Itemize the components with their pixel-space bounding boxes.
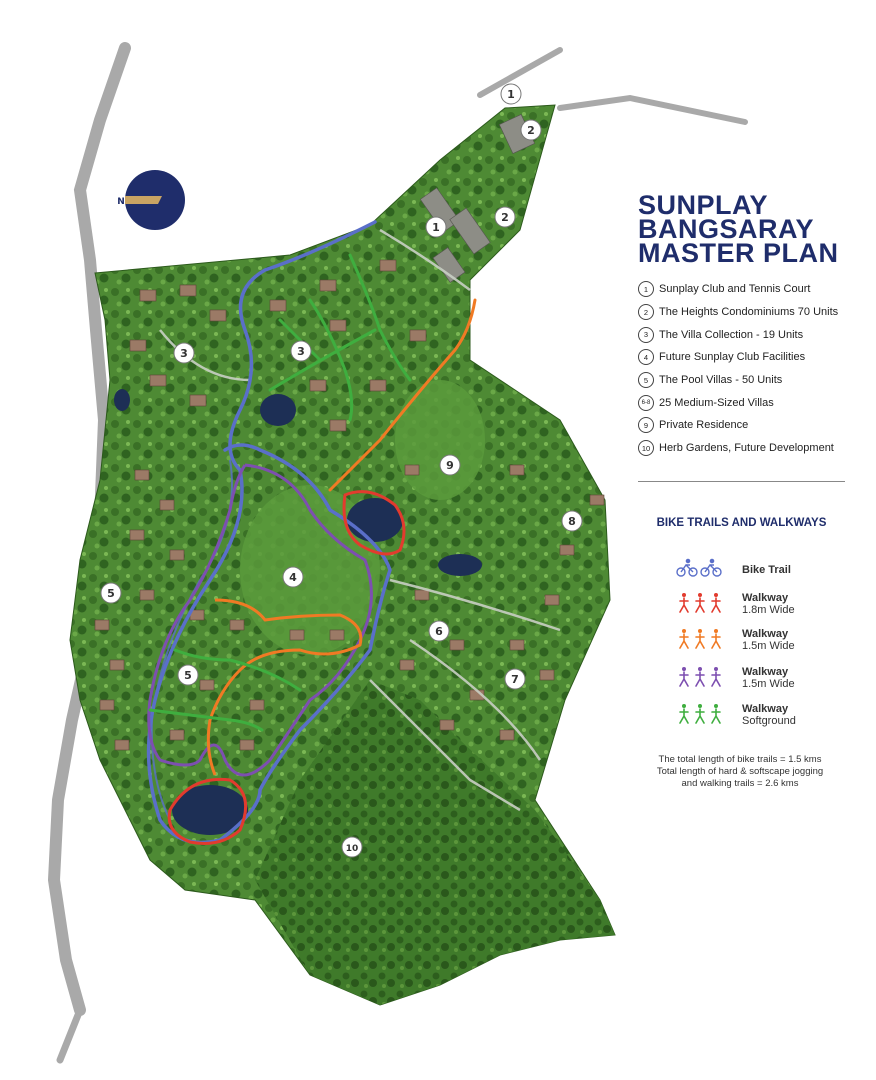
legend-item: 4 Future Sunplay Club Facilities [638,346,873,369]
legend-label: Future Sunplay Club Facilities [659,351,806,364]
svg-text:2: 2 [527,124,535,137]
svg-text:6: 6 [435,625,443,638]
trail-name: Walkway [742,592,789,604]
map-marker-1: 1 [425,216,447,238]
legend-item: 2 The Heights Condominiums 70 Units [638,301,873,324]
svg-text:7: 7 [511,673,519,686]
legend-list: 1 Sunplay Club and Tennis Court 2 The Heig… [638,278,873,460]
map-marker-5: 5 [100,582,122,604]
lawn-area [240,485,380,655]
legend-label: The Heights Condominiums 70 Units [659,306,839,319]
footnote-line: Total length of hard & softscape jogging [656,766,824,777]
legend-number: 2 [638,304,654,321]
walkway-orange-path [206,598,363,776]
trail-detail: 1.5m Wide [742,640,795,652]
walker-icon [679,704,721,724]
legend-item: 5 The Pool Villas - 50 Units [638,369,873,392]
legend-label: Herb Gardens, Future Development [659,442,834,455]
trail-name: Walkway [742,628,789,640]
svg-text:N: N [117,197,125,207]
title-line: SUNPLAY [638,190,769,220]
map-markers: 1 2 1 2 3 3 4 5 5 6 7 8 9 10 [100,83,583,858]
map-marker-10: 10 [341,836,363,858]
svg-text:8: 8 [568,515,576,528]
map-marker-5: 5 [177,664,199,686]
legend-item: 3 The Villa Collection - 19 Units [638,323,873,346]
legend-number: 6-8 [638,394,654,411]
walkway-red-path [167,777,248,845]
map-marker-9: 9 [439,454,461,476]
trail-detail: 1.5m Wide [742,678,795,690]
map-marker-1: 1 [500,83,522,105]
footnote-line: The total length of bike trails = 1.5 km… [658,754,822,765]
legend-label: Sunplay Club and Tennis Court [659,283,811,296]
trail-detail: Softground [742,715,796,727]
legend-label: The Pool Villas - 50 Units [659,374,783,387]
condominium-buildings [419,114,536,283]
legend-item: 9 Private Residence [638,414,873,437]
svg-text:1: 1 [432,221,440,234]
trail-name: Walkway [742,703,789,715]
legend-label: Private Residence [659,419,749,432]
villa-cluster [94,259,605,751]
legend-label: 25 Medium-Sized Villas [659,396,774,409]
trail-length-note: The total length of bike trails = 1.5 km… [640,754,840,790]
legend-number: 4 [638,349,654,366]
footnote-line: and walking trails = 2.6 kms [681,778,799,789]
map-marker-3: 3 [290,340,312,362]
map-marker-7: 7 [504,668,526,690]
map-marker-3: 3 [173,342,195,364]
legend-number: 1 [638,281,654,298]
svg-text:3: 3 [297,345,305,358]
legend-item: 10 Herb Gardens, Future Development [638,437,873,460]
svg-text:10: 10 [346,844,359,854]
legend-number: 3 [638,326,654,343]
walkway-green-paths [148,253,412,732]
walker-icon [679,629,721,649]
svg-text:3: 3 [180,347,188,360]
trail-name: Bike Trail [742,564,791,576]
lawn-area [395,380,485,500]
bicycle-icon [676,558,722,577]
legend-item: 6-8 25 Medium-Sized Villas [638,391,873,414]
svg-text:4: 4 [289,571,297,584]
map-marker-2: 2 [520,119,542,141]
map-marker-2: 2 [494,206,516,228]
svg-text:9: 9 [446,459,454,472]
legend-number: 9 [638,417,654,434]
walkway-purple-path [147,463,373,777]
internal-paths [159,228,561,812]
compass-icon: N [117,170,185,230]
walkway-red-path [342,490,406,556]
map-marker-6: 6 [428,620,450,642]
title-line: MASTER PLAN [638,238,839,268]
svg-text:5: 5 [107,587,115,600]
legend-label: The Villa Collection - 19 Units [659,328,804,341]
legend-divider [638,481,845,482]
svg-text:2: 2 [501,211,509,224]
trail-detail: 1.8m Wide [742,604,795,616]
svg-text:5: 5 [184,669,192,682]
legend-number: 5 [638,372,654,389]
forest-area [255,680,615,1005]
walker-icon [679,593,721,613]
trail-legend-bike: Bike Trail [676,557,791,579]
map-marker-8: 8 [561,510,583,532]
walkway-orange-path [328,298,477,492]
trail-name: Walkway [742,666,789,678]
trails-heading: BIKE TRAILS AND WALKWAYS [656,517,827,529]
legend-number: 10 [638,440,654,457]
map-marker-4: 4 [282,566,304,588]
svg-text:1: 1 [507,88,515,101]
walker-icon [679,667,721,687]
title-line: BANGSARAY [638,214,815,244]
legend-item: 1 Sunplay Club and Tennis Court [638,278,873,301]
page-title: SUNPLAY BANGSARAY MASTER PLAN [638,190,868,268]
